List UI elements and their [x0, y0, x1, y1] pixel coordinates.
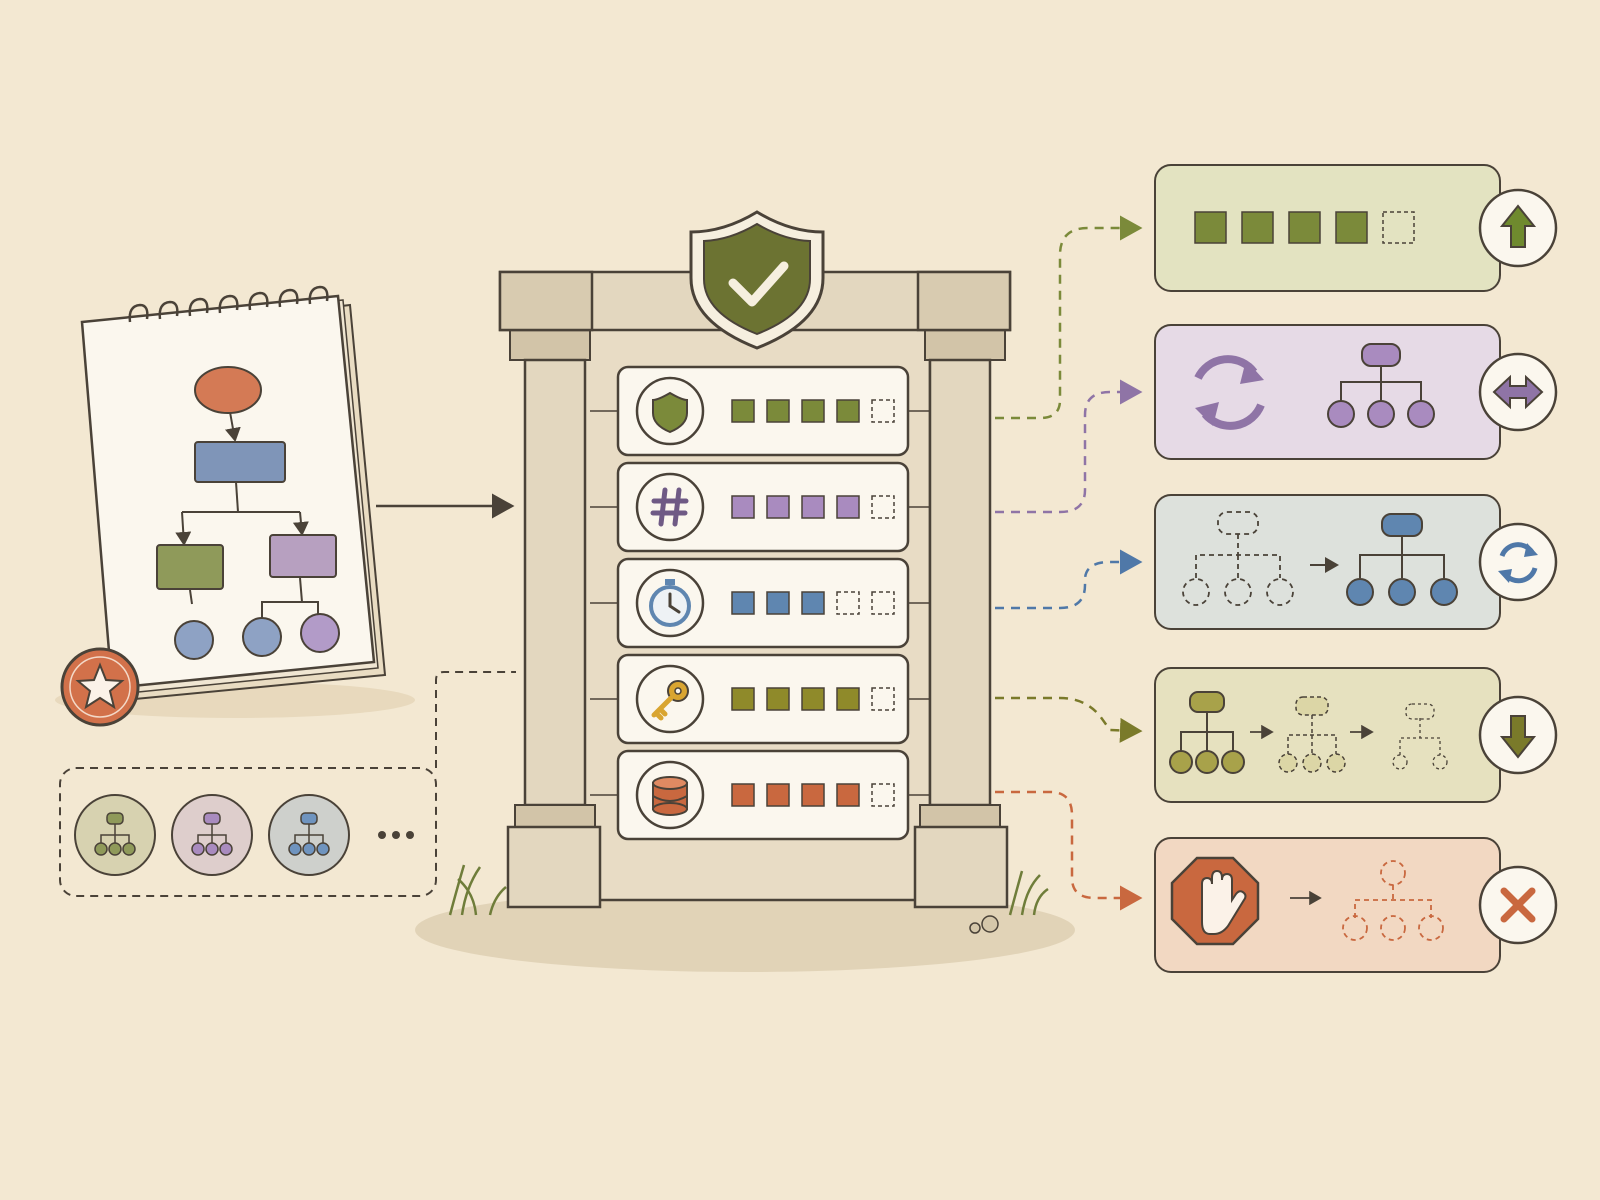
- outcome-card-upgrade: [1154, 164, 1558, 292]
- gate-check-row: [590, 365, 930, 457]
- shield-check-icon: [689, 210, 825, 350]
- progress-square-filled: [1194, 211, 1227, 244]
- key-icon: [635, 664, 705, 734]
- gate-check-row: [590, 749, 930, 841]
- progress-square-empty: [836, 591, 860, 615]
- progress-square-filled: [801, 591, 825, 615]
- outcome-cards: [1154, 164, 1558, 973]
- ellipsis-icon: [378, 831, 414, 839]
- outcome-card-sync: [1154, 324, 1558, 460]
- hierarchy-icon: [191, 812, 233, 856]
- grass-tuft-right: [1008, 870, 1049, 916]
- outcome-card-migrate: [1154, 494, 1558, 630]
- database-icon: [635, 760, 705, 830]
- progress-square-filled: [731, 783, 755, 807]
- shield-icon: [635, 376, 705, 446]
- progress-square-empty: [871, 399, 895, 423]
- template-item: [268, 794, 350, 876]
- progress-square-filled: [1335, 211, 1368, 244]
- progress-square-filled: [1241, 211, 1274, 244]
- hierarchy-icon: [288, 812, 330, 856]
- hierarchy-icon: [1169, 691, 1245, 774]
- progress-square-filled: [801, 783, 825, 807]
- template-collection: [59, 671, 516, 897]
- gate-check-row: [590, 653, 930, 745]
- progress-square-filled: [836, 495, 860, 519]
- stop-hand-icon: [1170, 856, 1260, 946]
- pillar-left: [523, 358, 587, 807]
- outcome-connectors: [995, 215, 1143, 911]
- gate-check-row: [590, 461, 930, 553]
- progress-square-empty: [871, 591, 895, 615]
- branch-node-right: [269, 534, 337, 578]
- progress-square-filled: [766, 591, 790, 615]
- progress-square-filled: [801, 399, 825, 423]
- progress-square-filled: [801, 687, 825, 711]
- hierarchy-icon: [1327, 343, 1435, 428]
- pillar-right: [928, 358, 992, 807]
- progress-square-filled: [801, 495, 825, 519]
- progress-square-filled: [836, 687, 860, 711]
- arrow-down-icon: [1499, 715, 1537, 759]
- progress-square-empty: [871, 495, 895, 519]
- stone-gate: [415, 210, 1075, 972]
- hierarchy-dashed-icon: [1342, 860, 1444, 941]
- progress-square-filled: [836, 783, 860, 807]
- hierarchy-fading-icon: [1278, 696, 1346, 773]
- cross-icon: [1500, 887, 1536, 923]
- process-node: [194, 441, 286, 483]
- hierarchy-icon: [94, 812, 136, 856]
- leaf-node: [242, 617, 282, 657]
- notebook-flowchart: [156, 366, 340, 660]
- gate-check-row: [590, 557, 930, 649]
- progress-square-filled: [1288, 211, 1321, 244]
- progress-square-empty: [871, 783, 895, 807]
- stopwatch-icon: [635, 568, 705, 638]
- progress-square-filled: [731, 399, 755, 423]
- progress-square-filled: [731, 495, 755, 519]
- progress-square-filled: [766, 783, 790, 807]
- start-node: [194, 366, 262, 414]
- progress-square-filled: [766, 495, 790, 519]
- progress-square-filled: [836, 399, 860, 423]
- outcome-card-downgrade: [1154, 667, 1558, 803]
- outcome-card-block: [1154, 837, 1558, 973]
- hierarchy-dashed-icon: [1182, 511, 1294, 606]
- progress-square-empty: [1382, 211, 1415, 244]
- template-item: [171, 794, 253, 876]
- template-item: [74, 794, 156, 876]
- spiral-binding: [128, 285, 329, 323]
- grass-tuft-left: [448, 864, 507, 916]
- hierarchy-icon: [1346, 513, 1458, 606]
- progress-square-filled: [766, 687, 790, 711]
- progress-square-filled: [731, 591, 755, 615]
- arrow-up-icon: [1499, 204, 1537, 248]
- leaf-node: [174, 620, 214, 660]
- double-arrow-icon: [1492, 374, 1544, 410]
- hierarchy-faint-icon: [1392, 703, 1448, 770]
- branch-node-left: [156, 544, 224, 590]
- star-icon: [75, 662, 125, 710]
- star-badge: [60, 647, 140, 727]
- progress-square-filled: [766, 399, 790, 423]
- source-notebook: [55, 285, 415, 727]
- progress-square-empty: [871, 687, 895, 711]
- hash-icon: [635, 472, 705, 542]
- leaf-node: [300, 613, 340, 653]
- progress-square-filled: [731, 687, 755, 711]
